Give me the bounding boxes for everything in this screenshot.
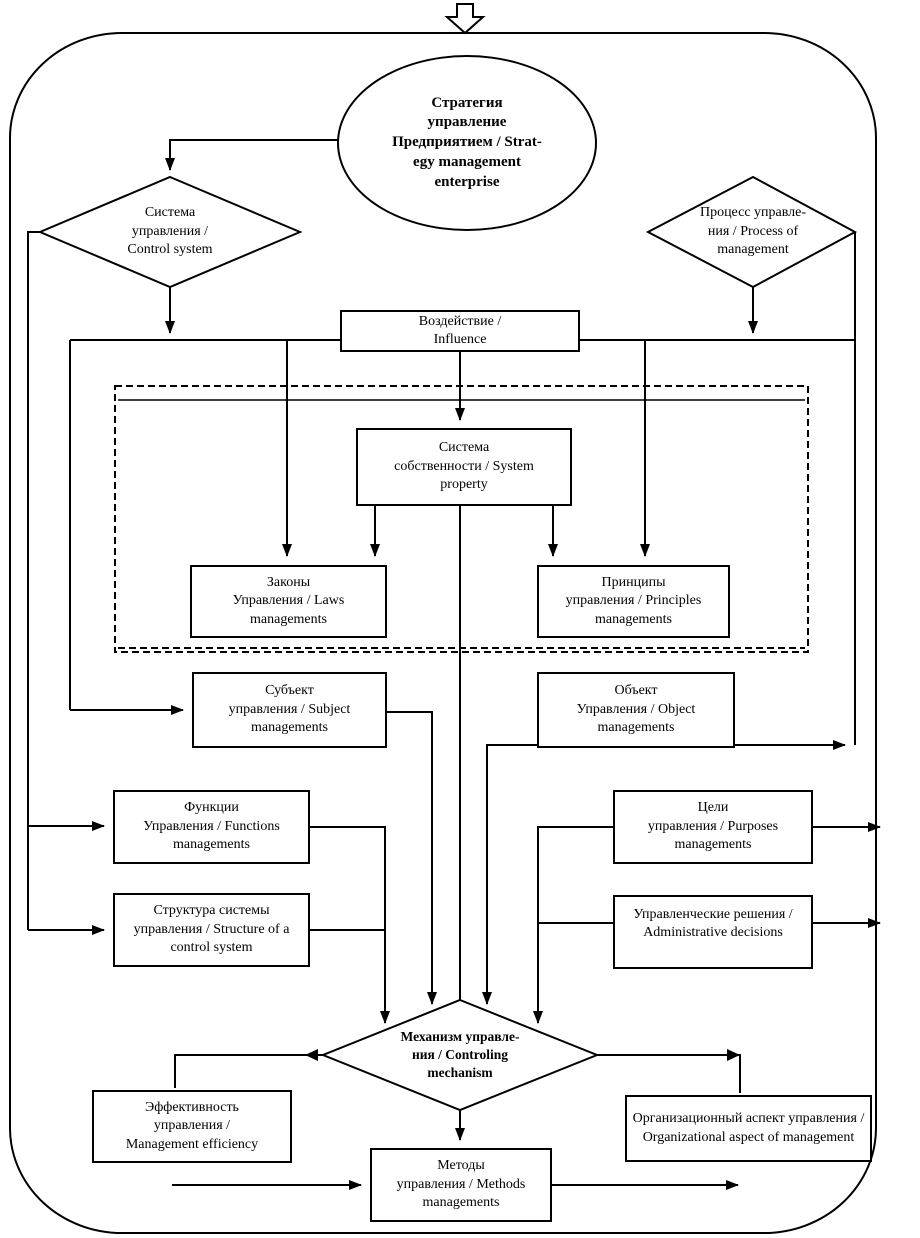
connector-strategy-to-control (165, 139, 340, 171)
laws-box: Законы Управления / Laws managements (190, 565, 387, 638)
control-system-diamond (37, 175, 303, 289)
mechanism-right-arrowhead (727, 1049, 740, 1061)
structure-box: Структура системы управления / Structure… (113, 893, 310, 967)
process-diamond (645, 175, 858, 289)
outer-border (9, 32, 877, 1234)
connector-functions-to-mechanism (310, 826, 390, 1024)
connector-mechanism-to-efficiency (174, 1054, 323, 1088)
connector-left-rail (27, 231, 40, 930)
process-label: Процесс управле- ния / Process of manage… (699, 205, 807, 258)
purposes-box: Цели управления / Purposes managements (613, 790, 813, 864)
subject-box: Субъект управления / Subject managements (192, 672, 387, 748)
connector-subject-to-mechanism (387, 711, 437, 1005)
connector-object-to-mechanism (482, 744, 537, 1005)
influence-box: Воздействие / Influence (340, 310, 580, 352)
connector-mechanism-to-org (597, 1054, 741, 1093)
principles-box: Принципы управления / Principles managem… (537, 565, 730, 638)
functions-box: Функции Управления / Functions managemen… (113, 790, 310, 864)
org-aspect-box: Организационный аспект управления / Orga… (625, 1095, 872, 1162)
mechanism-diamond (320, 998, 600, 1112)
efficiency-box: Эффективность управления / Management ef… (92, 1090, 292, 1163)
control-system-label: Система управления / Control system (127, 205, 213, 258)
methods-box: Методы управления / Methods managements (370, 1148, 552, 1222)
connector-purposes-to-mechanism (533, 826, 613, 1024)
object-box: Объект Управления / Object managements (537, 672, 735, 748)
dashed-scope-rect (114, 385, 809, 653)
system-property-box: Система собственности / System property (356, 428, 572, 506)
decisions-box: Управленческие решения / Administrative … (613, 895, 813, 969)
strategy-ellipse: Стратегия управление Предприятием / Stra… (337, 55, 597, 231)
mechanism-left-arrowhead (305, 1049, 318, 1061)
mechanism-label: Механизм управле- ния / Controling mecha… (400, 1029, 520, 1080)
connector-process-right-down (850, 232, 856, 745)
top-entry-arrow-icon (444, 3, 486, 35)
